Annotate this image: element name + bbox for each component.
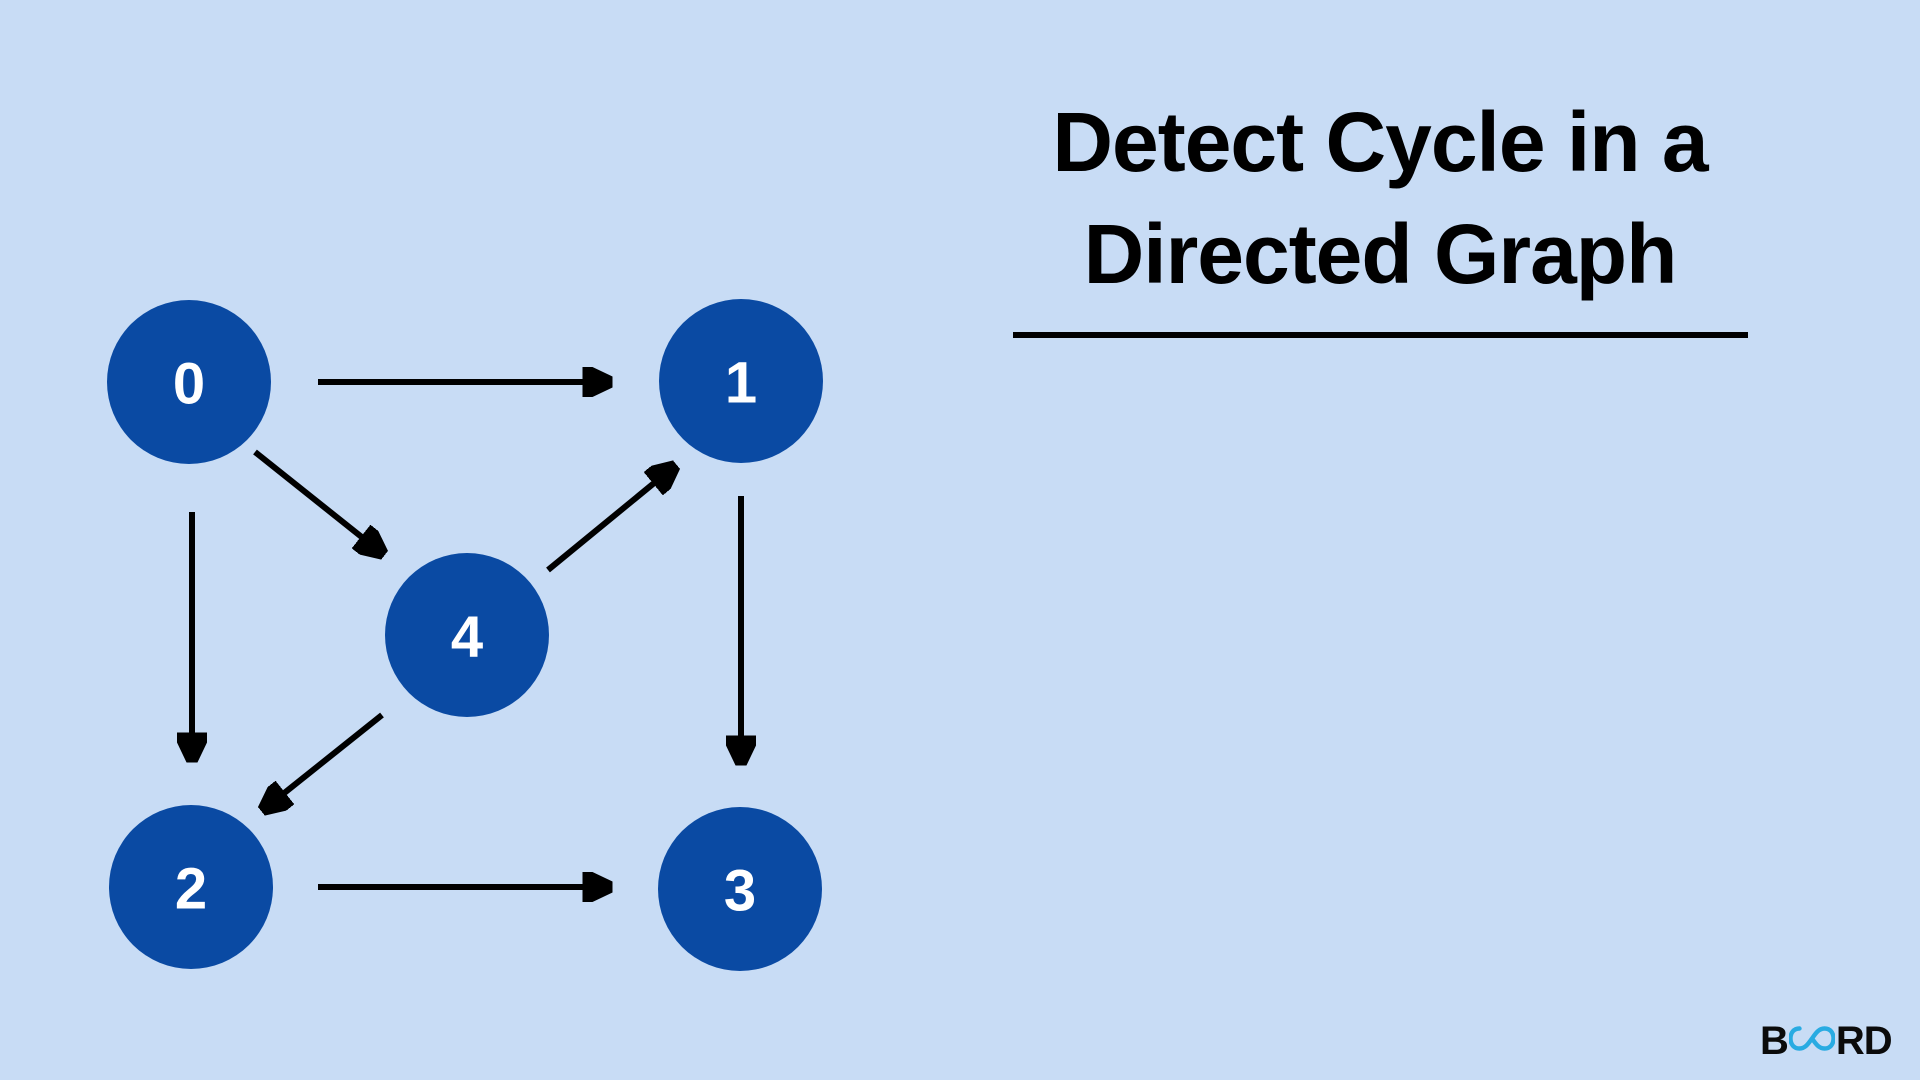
graph-node-2[interactable]: 2 xyxy=(109,805,273,969)
node-circle-2 xyxy=(109,805,273,969)
graph-node-0[interactable]: 0 xyxy=(107,300,271,464)
graph-node-3[interactable]: 3 xyxy=(658,807,822,971)
title-block: Detect Cycle in a Directed Graph xyxy=(960,86,1800,338)
node-circle-1 xyxy=(659,299,823,463)
infinity-icon xyxy=(1788,1022,1836,1061)
graph-node-1[interactable]: 1 xyxy=(659,299,823,463)
edge-0-to-4 xyxy=(253,449,378,550)
edge-4-to-2 xyxy=(268,712,384,806)
graph-edges xyxy=(192,382,741,887)
node-circle-4 xyxy=(385,553,549,717)
logo-text-prefix: B xyxy=(1760,1019,1789,1063)
graph-node-4[interactable]: 4 xyxy=(385,553,549,717)
node-label-3: 3 xyxy=(724,859,756,924)
graph-nodes: 0 1 4 2 3 xyxy=(107,299,823,971)
board-logo[interactable]: B RD xyxy=(1760,1018,1893,1064)
node-circle-0 xyxy=(107,300,271,464)
directed-graph-diagram: 0 1 4 2 3 xyxy=(107,299,823,971)
node-label-4: 4 xyxy=(451,605,483,670)
node-label-2: 2 xyxy=(175,857,207,922)
node-label-1: 1 xyxy=(725,351,757,416)
node-label-0: 0 xyxy=(173,352,205,417)
title-underline-rule xyxy=(1012,332,1748,338)
logo-text-suffix: RD xyxy=(1835,1019,1893,1063)
edge-4-to-1 xyxy=(546,470,670,573)
page-title: Detect Cycle in a Directed Graph xyxy=(1052,95,1708,301)
node-circle-3 xyxy=(658,807,822,971)
